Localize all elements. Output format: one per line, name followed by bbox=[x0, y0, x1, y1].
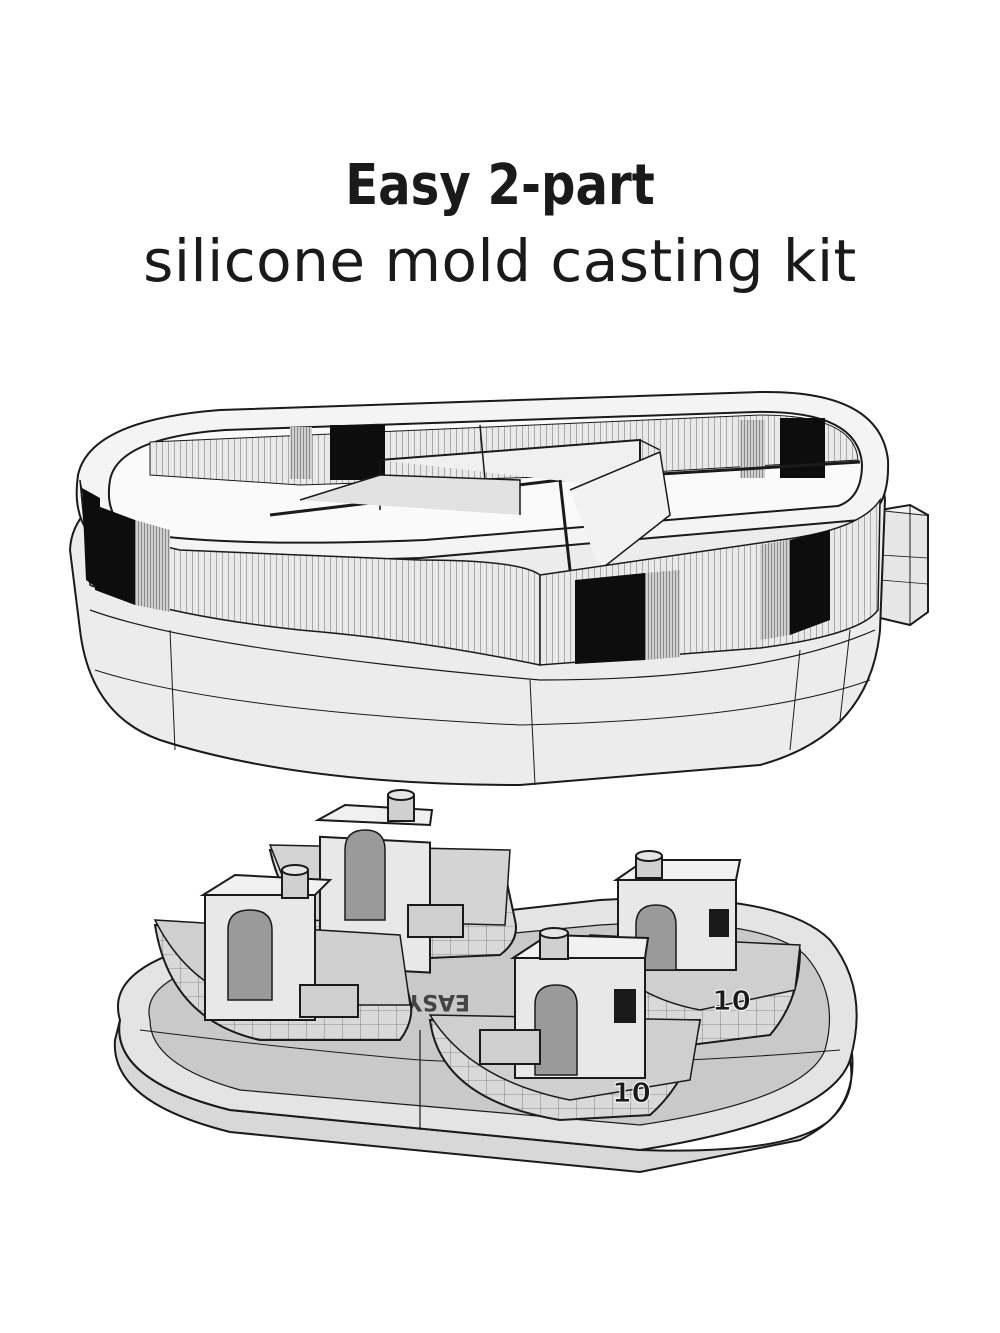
mold-box bbox=[68, 390, 929, 787]
headline-subtitle: silicone mold casting kit bbox=[143, 227, 857, 295]
headline-title: Easy 2-part bbox=[345, 153, 655, 218]
headline: Easy 2-part silicone mold casting kit bbox=[0, 150, 1000, 298]
boat-front-left bbox=[153, 864, 413, 1041]
mold-box-tab bbox=[879, 508, 929, 627]
mold-box-divider-cross bbox=[558, 479, 572, 571]
mold-illustration-svg: EASY 3D bbox=[68, 390, 929, 1174]
hull-number-right: 10 bbox=[712, 984, 751, 1017]
boat-front-right: 10 bbox=[428, 927, 702, 1122]
mold-illustration: EASY 3D bbox=[0, 380, 1000, 1330]
boat-back-left bbox=[268, 789, 517, 974]
hull-number-left: 10 bbox=[612, 1076, 651, 1109]
mold-base: EASY 3D bbox=[113, 789, 858, 1174]
